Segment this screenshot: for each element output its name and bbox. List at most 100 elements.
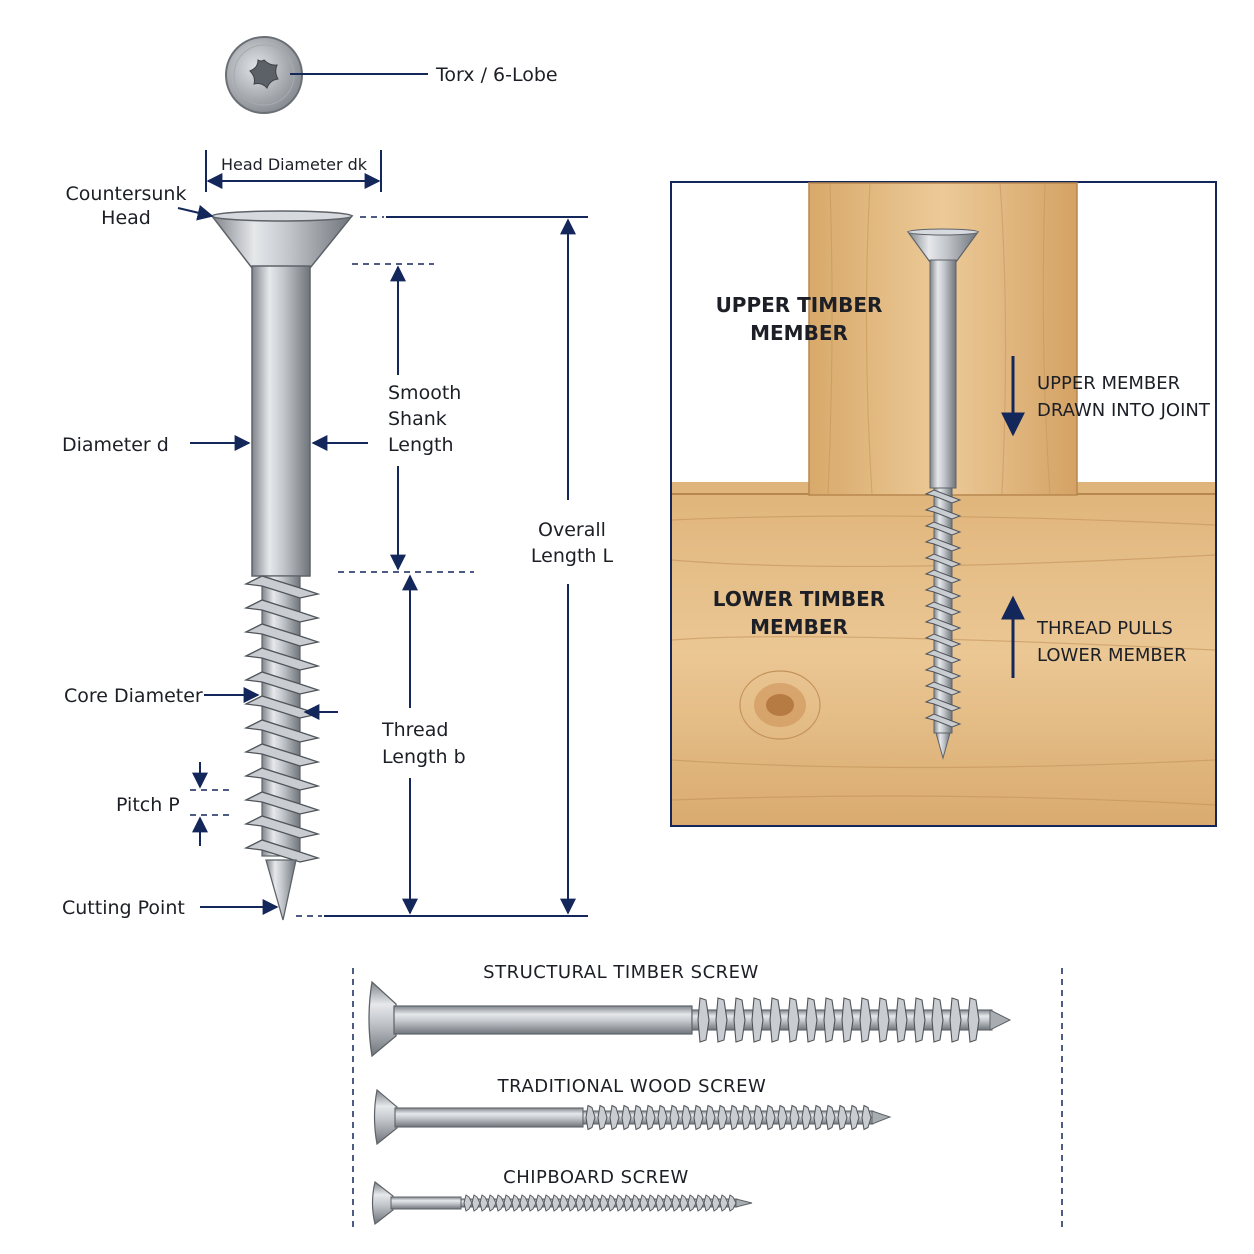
- chipboard-screw: [371, 1180, 753, 1226]
- h-thread-crest: [861, 1104, 872, 1131]
- h-thread-crest: [669, 1104, 680, 1131]
- h-thread-crest: [717, 1104, 728, 1131]
- h-thread-crest: [753, 1104, 764, 1131]
- joint-thread-crest: [924, 601, 962, 616]
- thread-crest: [243, 767, 321, 791]
- h-thread-crest: [687, 1194, 697, 1212]
- diameter-label: Diameter d: [62, 434, 169, 456]
- h-thread-crest: [655, 1194, 665, 1212]
- countersunk-leader: [177, 204, 214, 221]
- h-thread-crest: [487, 1194, 497, 1212]
- h-thread-crest: [695, 1194, 705, 1212]
- h-thread-crest: [825, 1104, 836, 1131]
- upper-member-line1: UPPER TIMBER: [716, 293, 883, 317]
- traditional-wood-screw: [373, 1088, 892, 1146]
- joint-thread-crest: [924, 713, 962, 728]
- thread-length-line1: Thread: [381, 719, 448, 741]
- h-thread-crest: [671, 1194, 681, 1212]
- h-thread-crest: [751, 997, 764, 1043]
- torx-label: Torx / 6-Lobe: [435, 64, 558, 86]
- h-thread-crest: [471, 1194, 481, 1212]
- joint-thread-crest: [924, 633, 962, 648]
- h-thread-crest: [583, 1194, 593, 1212]
- joint-thread-crest: [924, 489, 962, 504]
- lower-note-line1: THREAD PULLS: [1036, 618, 1173, 639]
- overall-length-line2: Length L: [531, 545, 614, 567]
- smooth-shank-line1: Smooth: [388, 382, 461, 404]
- h-thread-crest: [741, 1104, 752, 1131]
- joint-thread-crest: [924, 553, 962, 568]
- h-thread-crest: [931, 997, 944, 1043]
- h-thread-crest: [895, 997, 908, 1043]
- joint-thread-crest: [924, 505, 962, 520]
- h-thread-crest: [841, 997, 854, 1043]
- thread-crest: [243, 599, 321, 623]
- joint-thread-crest: [924, 697, 962, 712]
- thread-crest: [243, 647, 321, 671]
- h-thread-crest: [591, 1194, 601, 1212]
- h-thread-crest: [877, 997, 890, 1043]
- h-thread-crest: [769, 997, 782, 1043]
- h-thread-crest: [727, 1194, 737, 1212]
- h-thread-crest: [519, 1194, 529, 1212]
- upper-note-line2: DRAWN INTO JOINT: [1037, 400, 1211, 421]
- h-thread-crest: [823, 997, 836, 1043]
- thread-crest: [243, 815, 321, 839]
- h-thread-crest: [503, 1194, 513, 1212]
- structural-screw-label: STRUCTURAL TIMBER SCREW: [483, 962, 759, 983]
- h-thread-crest: [597, 1104, 608, 1131]
- h-thread-crest: [693, 1104, 704, 1131]
- h-thread-crest: [463, 1194, 473, 1212]
- h-thread-crest: [551, 1194, 561, 1212]
- countersunk-label-line2: Head: [101, 207, 151, 229]
- thread-crest: [243, 623, 321, 647]
- h-thread-crest: [733, 997, 746, 1043]
- h-thread-crest: [567, 1194, 577, 1212]
- h-thread-crest: [623, 1194, 633, 1212]
- h-thread-crest: [495, 1194, 505, 1212]
- h-thread-crest: [703, 1194, 713, 1212]
- h-thread-crest: [837, 1104, 848, 1131]
- thread-crest: [243, 575, 321, 599]
- h-thread-crest: [949, 997, 962, 1043]
- wood-screw-label: TRADITIONAL WOOD SCREW: [497, 1076, 767, 1097]
- h-thread-crest: [647, 1194, 657, 1212]
- head-diameter-label: Head Diameter dk: [221, 155, 368, 174]
- joint-thread-crest: [924, 537, 962, 552]
- h-thread-crest: [535, 1194, 545, 1212]
- h-thread-crest: [607, 1194, 617, 1212]
- lower-note-line2: LOWER MEMBER: [1037, 645, 1187, 666]
- h-thread-crest: [849, 1104, 860, 1131]
- h-thread-crest: [789, 1104, 800, 1131]
- smooth-shank-line3: Length: [388, 434, 454, 456]
- thread-crest: [243, 671, 321, 695]
- h-thread-crest: [719, 1194, 729, 1212]
- h-thread-crest: [527, 1194, 537, 1212]
- upper-member-line2: MEMBER: [750, 321, 848, 345]
- h-thread-crest: [711, 1194, 721, 1212]
- h-thread-crest: [681, 1104, 692, 1131]
- h-thread-crest: [859, 997, 872, 1043]
- smooth-shank-line2: Shank: [388, 408, 447, 430]
- wood-knot: [739, 670, 821, 740]
- h-thread-crest: [599, 1194, 609, 1212]
- core-diameter-label: Core Diameter: [64, 685, 203, 707]
- h-thread-crest: [813, 1104, 824, 1131]
- h-thread-crest: [645, 1104, 656, 1131]
- h-thread-crest: [585, 1104, 596, 1131]
- thread-crest: [243, 743, 321, 767]
- h-thread-crest: [657, 1104, 668, 1131]
- thread-crest: [243, 719, 321, 743]
- pitch-label: Pitch P: [116, 794, 180, 816]
- h-thread-crest: [633, 1104, 644, 1131]
- h-thread-crest: [805, 997, 818, 1043]
- countersunk-label-line1: Countersunk: [66, 183, 187, 205]
- thread-crest: [243, 839, 321, 863]
- torx-6-lobe-icon: [249, 59, 279, 89]
- h-thread-crest: [639, 1194, 649, 1212]
- timber-joint-panel: [670, 181, 1217, 827]
- upper-note-line1: UPPER MEMBER: [1037, 373, 1180, 394]
- h-thread-crest: [967, 997, 980, 1043]
- joint-thread-crest: [924, 665, 962, 680]
